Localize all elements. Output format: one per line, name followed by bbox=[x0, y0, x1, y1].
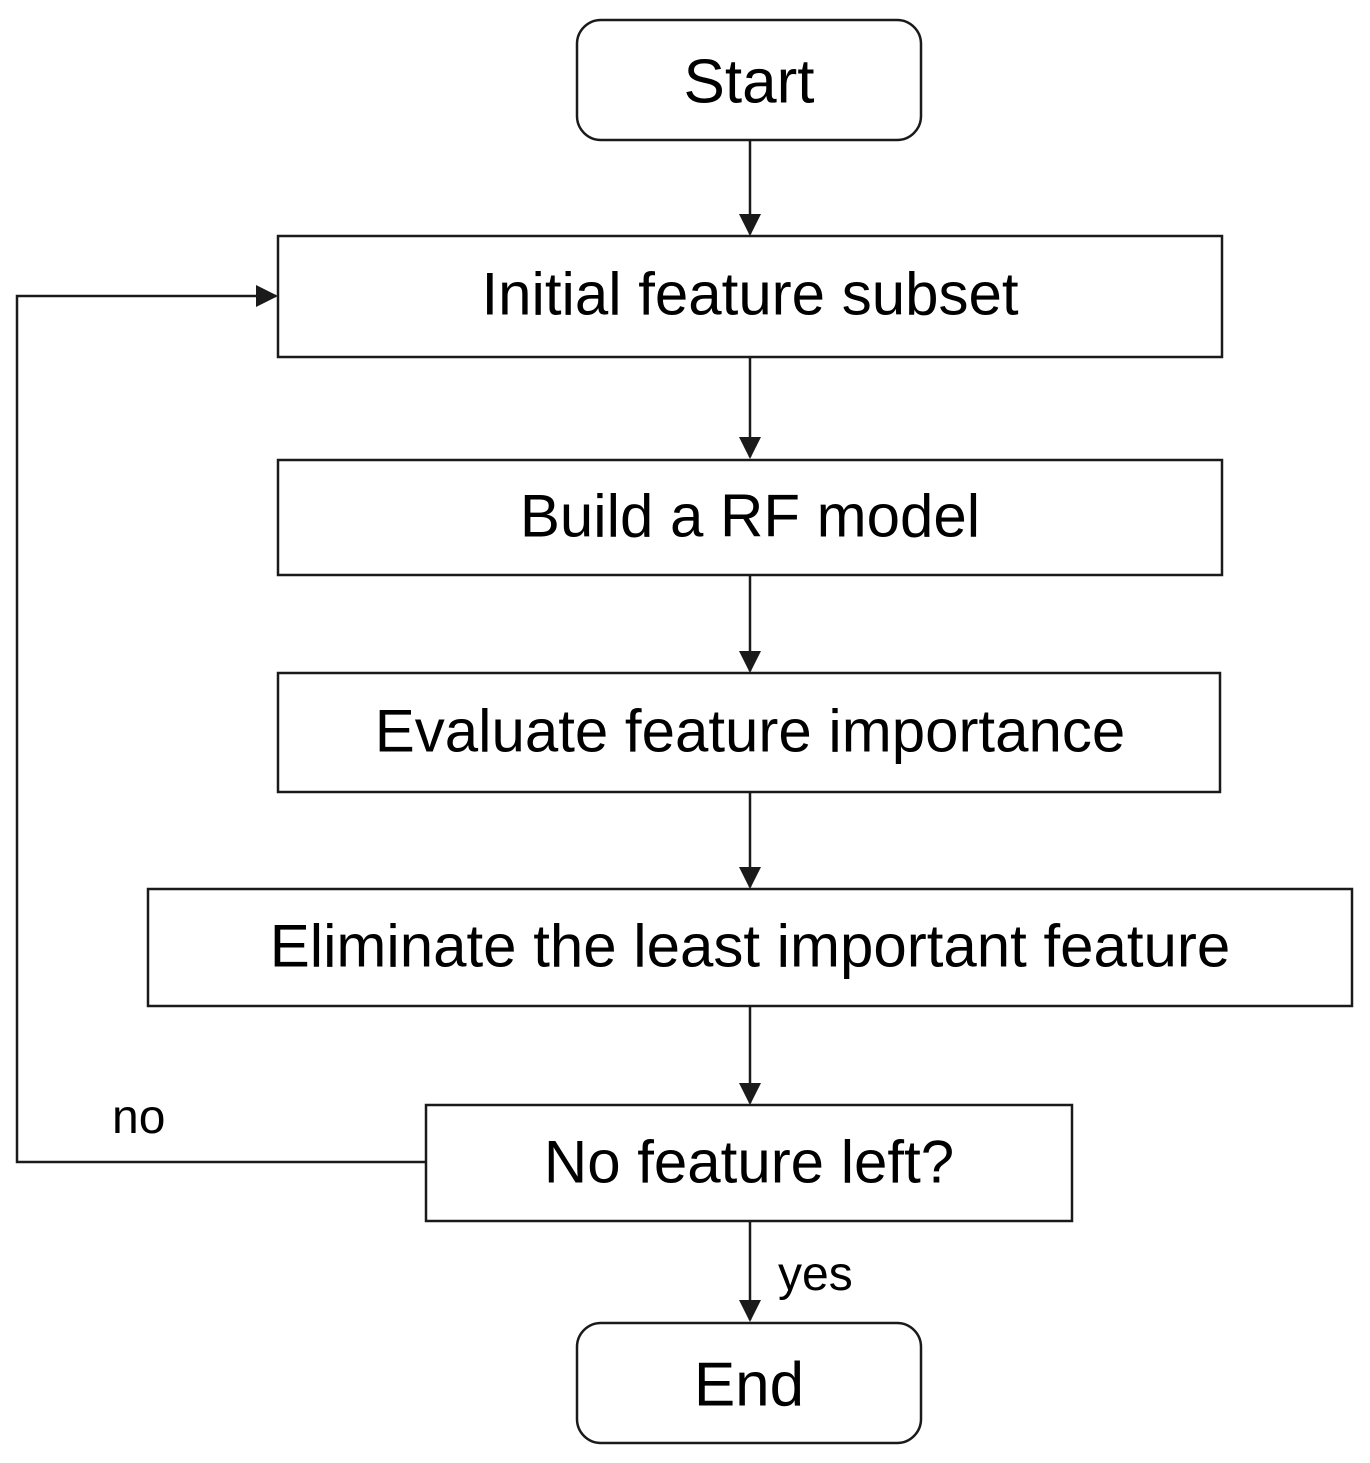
eliminate-label: Eliminate the least important feature bbox=[270, 913, 1231, 980]
eliminate-node: Eliminate the least important feature bbox=[146, 887, 1354, 1008]
build-model-label: Build a RF model bbox=[520, 483, 980, 550]
initial-subset-label: Initial feature subset bbox=[482, 261, 1019, 328]
decision-node: No feature left? bbox=[424, 1103, 1074, 1223]
end-label: End bbox=[694, 1351, 804, 1420]
loop-back-arrow bbox=[15, 285, 426, 1164]
evaluate-label: Evaluate feature importance bbox=[375, 698, 1125, 765]
end-node: End bbox=[575, 1321, 923, 1445]
start-node: Start bbox=[575, 18, 923, 142]
evaluate-node: Evaluate feature importance bbox=[276, 671, 1222, 794]
decision-label: No feature left? bbox=[544, 1129, 954, 1196]
build-model-node: Build a RF model bbox=[276, 458, 1224, 577]
start-label: Start bbox=[684, 48, 815, 117]
initial-subset-node: Initial feature subset bbox=[276, 234, 1224, 359]
no-edge-label: no bbox=[112, 1091, 165, 1144]
yes-edge-label: yes bbox=[778, 1248, 853, 1301]
